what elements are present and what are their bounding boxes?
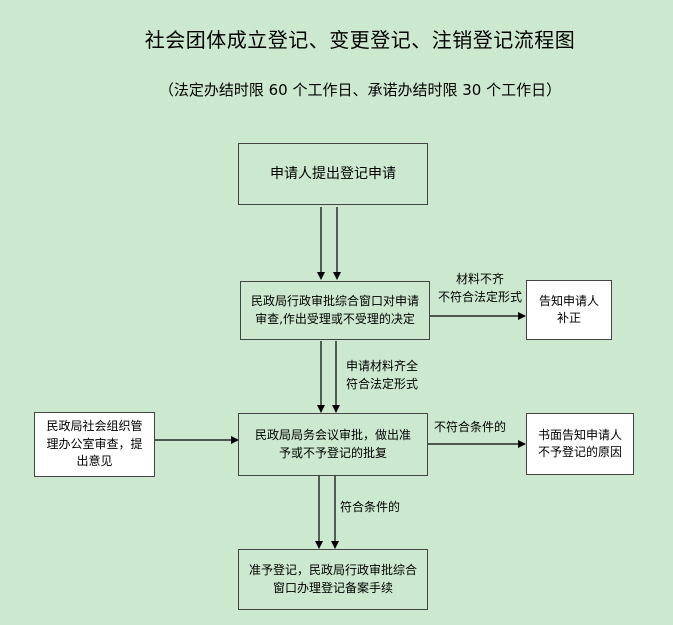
node-written-notice: 书面告知申请人不予登记的原因 (526, 413, 634, 475)
page-title: 社会团体成立登记、变更登记、注销登记流程图 (144, 28, 576, 52)
node-window-review: 民政局行政审批综合窗口对申请审查,作出受理或不受理的决定 (240, 281, 430, 340)
label-materials-incomplete: 材料不齐 不符合法定形式 (437, 272, 522, 304)
label-materials-complete: 申请材料齐全 符合法定形式 (346, 359, 419, 391)
label-not-qualified: 不符合条件的 (434, 420, 507, 434)
node-meeting-approve: 民政局局务会议审批，做出准予或不予登记的批复 (238, 413, 428, 476)
node-notify-correct: 告知申请人补正 (526, 280, 612, 340)
page-subtitle: （法定办结时限 60 个工作日、承诺办结时限 30 个工作日） (158, 81, 562, 99)
label-qualified: 符合条件的 (340, 500, 401, 514)
node-office-review: 民政局社会组织管理办公室审查，提出意见 (34, 412, 155, 477)
node-grant-register: 准予登记，民政局行政审批综合窗口办理登记备案手续 (238, 549, 428, 610)
node-apply: 申请人提出登记申请 (238, 143, 428, 205)
